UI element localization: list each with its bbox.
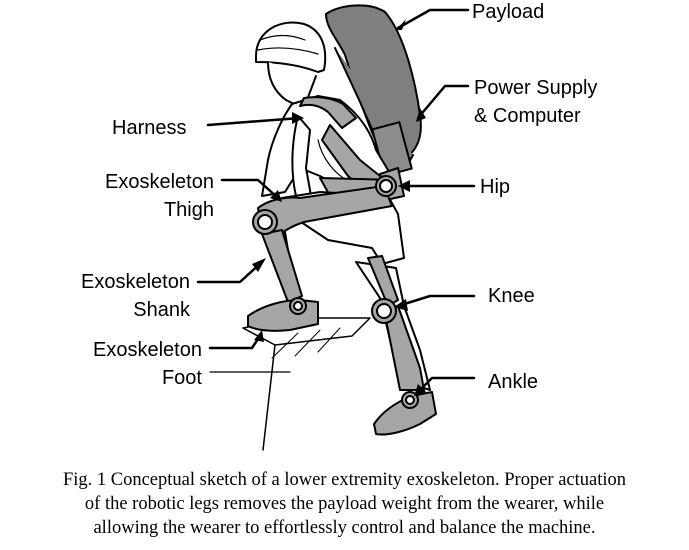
- exo-foot-front: [373, 391, 437, 436]
- label-exo-thigh: Exoskeleton Thigh: [86, 168, 214, 224]
- leader-ankle: [416, 376, 476, 394]
- label-harness: Harness: [112, 117, 187, 139]
- exoskeleton-sketch: [196, 4, 476, 451]
- label-exo-shank-line2: Shank: [133, 299, 190, 321]
- leader-shank: [196, 260, 264, 284]
- ankle-joint: [401, 391, 419, 409]
- leader-foot: [208, 334, 262, 350]
- label-exo-shank-line1: Exoskeleton: [81, 271, 190, 293]
- hip-joint: [375, 175, 397, 197]
- label-exo-shank: Exoskeleton Shank: [62, 268, 190, 324]
- label-hip: Hip: [480, 176, 511, 198]
- exo-thigh-front: [367, 255, 399, 307]
- label-power-supply: Power Supply & Computer: [474, 74, 597, 130]
- leader-lines: [196, 8, 476, 394]
- figure-caption: Fig. 1 Conceptual sketch of a lower extr…: [0, 468, 689, 540]
- label-exo-thigh-line2: Thigh: [163, 199, 214, 221]
- knee-joint-rear: [252, 209, 278, 235]
- knee-joint: [371, 298, 397, 324]
- caption-line-2: of the robotic legs removes the payload …: [84, 494, 605, 514]
- leader-harness: [206, 116, 302, 127]
- exo-shank: [261, 229, 303, 303]
- label-exo-thigh-line1: Exoskeleton: [105, 171, 214, 193]
- caption-line-3: allowing the wearer to effortlessly cont…: [93, 518, 596, 538]
- label-knee: Knee: [488, 285, 535, 307]
- arrowheads: [252, 19, 426, 396]
- label-exo-foot-line2: Foot: [161, 367, 202, 389]
- head: [255, 21, 327, 105]
- label-power-supply-line2: & Computer: [474, 105, 581, 127]
- leader-power-supply: [416, 84, 470, 120]
- label-ankle: Ankle: [488, 371, 539, 393]
- label-payload: Payload: [472, 1, 545, 23]
- arm: [291, 115, 312, 203]
- caption-line-1: Fig. 1 Conceptual sketch of a lower extr…: [62, 470, 627, 490]
- ankle-joint-rear: [289, 297, 307, 315]
- label-exo-foot-line1: Exoskeleton: [93, 339, 202, 361]
- leader-payload: [396, 8, 470, 30]
- leader-knee: [396, 294, 476, 308]
- label-exo-foot: Exoskeleton Foot: [74, 336, 202, 392]
- leader-thigh: [220, 178, 280, 200]
- label-power-supply-line1: Power Supply: [474, 77, 598, 99]
- exo-foot: [247, 299, 319, 332]
